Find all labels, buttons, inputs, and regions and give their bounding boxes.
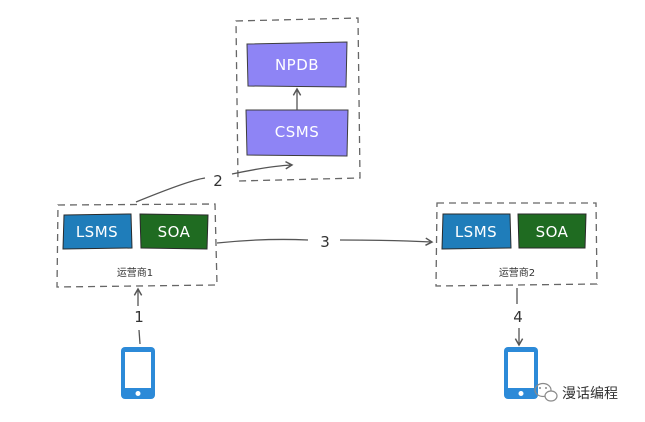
operator2-lsms-box[interactable]: LSMS bbox=[441, 213, 512, 250]
npdb-box[interactable]: NPDB bbox=[246, 41, 348, 88]
phone1-icon bbox=[121, 347, 155, 399]
step2-label: 2 bbox=[213, 172, 223, 190]
step1-label: 1 bbox=[134, 308, 144, 326]
step3-arrow bbox=[216, 239, 432, 243]
operator1-lsms-box[interactable]: LSMS bbox=[62, 213, 133, 250]
step1-arrow bbox=[138, 289, 140, 345]
step2-arrow bbox=[135, 165, 292, 203]
npdb-label: NPDB bbox=[275, 56, 319, 74]
operator1-soa-label: SOA bbox=[158, 223, 191, 241]
watermark-text: 漫话编程 bbox=[562, 386, 618, 402]
operator2-soa-box[interactable]: SOA bbox=[517, 213, 587, 249]
watermark: 漫话编程 bbox=[534, 382, 618, 402]
wechat-icon bbox=[534, 382, 558, 402]
step4-arrow bbox=[517, 288, 519, 345]
step3-label: 3 bbox=[320, 233, 330, 251]
operator2-group: LSMS SOA 运营商2 bbox=[435, 202, 598, 287]
step4-label: 4 bbox=[513, 308, 523, 326]
operator2-name: 运营商2 bbox=[499, 266, 535, 279]
operator2-group-border bbox=[435, 202, 598, 287]
central-group: NPDB CSMS bbox=[235, 17, 361, 182]
operator1-group-border bbox=[56, 203, 218, 288]
operator2-soa-label: SOA bbox=[536, 223, 569, 241]
phone2-icon bbox=[504, 347, 538, 399]
csms-box[interactable]: CSMS bbox=[245, 109, 349, 157]
central-group-border bbox=[235, 17, 361, 182]
csms-label: CSMS bbox=[275, 123, 319, 141]
operator1-lsms-label: LSMS bbox=[76, 223, 118, 241]
operator1-soa-box[interactable]: SOA bbox=[139, 213, 209, 250]
operator1-group: LSMS SOA 运营商1 bbox=[56, 203, 218, 288]
operator1-name: 运营商1 bbox=[117, 266, 153, 279]
operator2-lsms-label: LSMS bbox=[455, 223, 497, 241]
